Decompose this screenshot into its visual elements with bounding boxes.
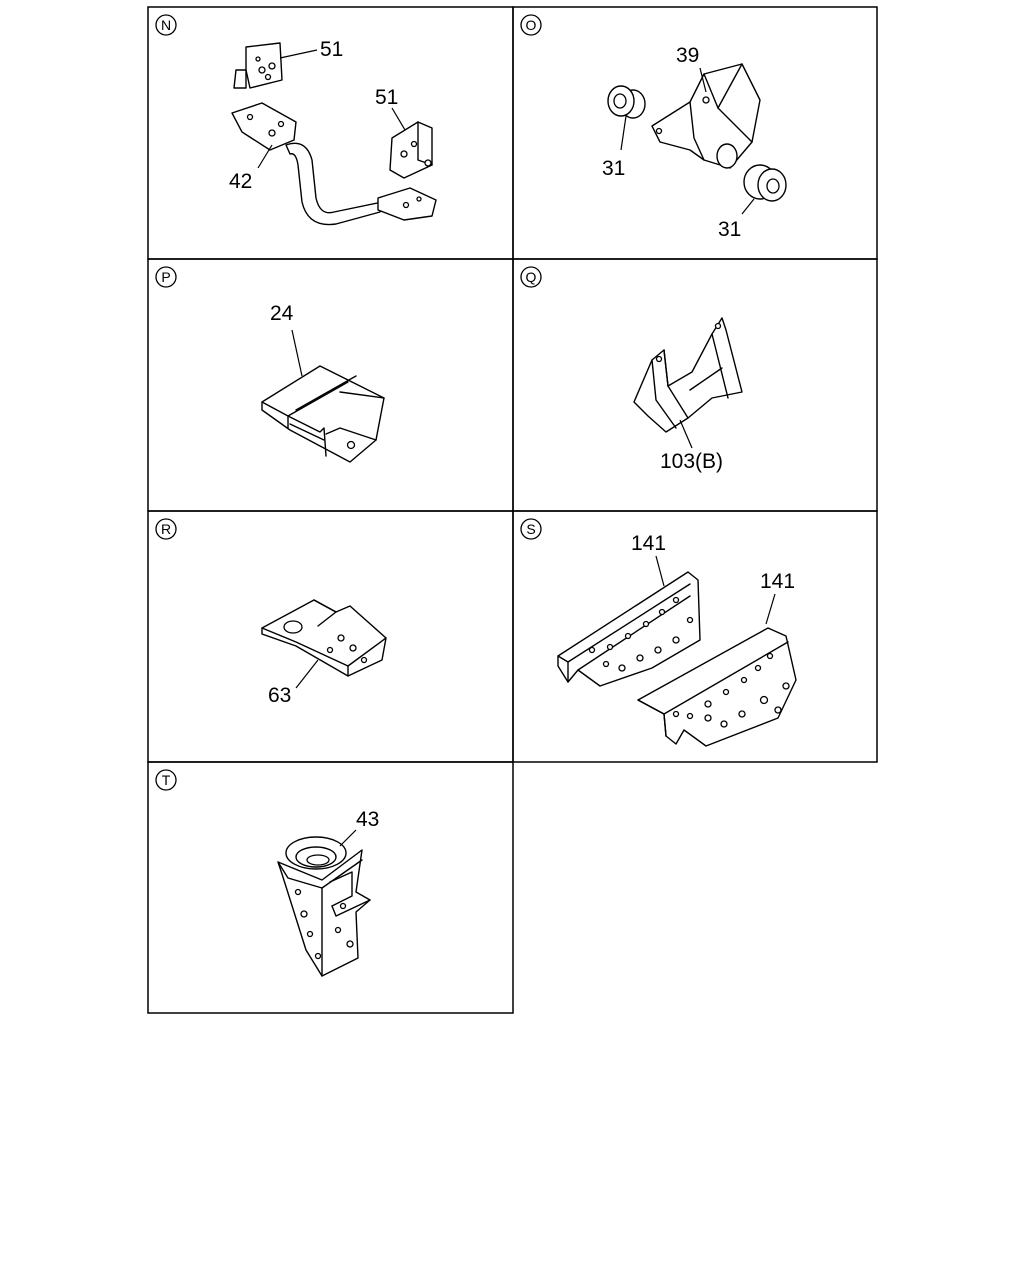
panel-s-label-1: 141	[631, 532, 666, 555]
bracket-141-left	[557, 571, 701, 687]
panel-o-leader-2	[620, 115, 627, 151]
panel-q-id-circle	[520, 266, 542, 288]
panel-r-id-circle	[155, 518, 177, 540]
bushing-31-right	[716, 143, 787, 202]
panel-s: S	[512, 510, 878, 763]
panel-t-id-circle	[155, 769, 177, 791]
panel-s-leader-2	[765, 593, 776, 625]
panel-o-leader-3	[741, 198, 755, 215]
panel-p-id-circle	[155, 266, 177, 288]
panel-n-leader-1	[279, 49, 318, 59]
panel-n-leader-2	[391, 107, 406, 131]
bar-42	[231, 102, 437, 226]
panel-s-label-2: 141	[760, 570, 795, 593]
panel-t-leader-1	[339, 829, 357, 847]
panel-o-id-circle	[520, 14, 542, 36]
panel-n-label-2: 51	[375, 86, 398, 109]
panel-n-id-circle	[155, 14, 177, 36]
panel-o-label-2: 31	[602, 157, 625, 180]
panel-o-label-3: 31	[718, 218, 741, 241]
panel-t: T 43	[147, 761, 514, 1014]
panel-n: N 51	[147, 6, 514, 260]
panel-s-id: S	[526, 521, 535, 537]
panel-o-label-1: 39	[676, 44, 699, 67]
panel-t-frame	[147, 761, 514, 1014]
panel-p-leader-1	[291, 329, 303, 377]
panel-p-label-1: 24	[270, 302, 294, 325]
bushing-31-left	[607, 85, 646, 119]
panel-r-label-1: 63	[268, 684, 291, 707]
panel-q: Q 103(B)	[512, 258, 878, 512]
bracket-51-upper	[233, 42, 283, 89]
panel-o: O 39 31 31	[512, 6, 878, 260]
bracket-141-right	[637, 627, 797, 747]
panel-s-leader-1	[655, 555, 665, 587]
bracket-63	[261, 599, 387, 677]
bracket-51-right	[389, 121, 433, 179]
panel-n-label-3: 42	[229, 170, 252, 193]
panel-q-id: Q	[526, 269, 537, 285]
panel-n-id: N	[161, 17, 171, 33]
panel-r-leader-1	[295, 659, 319, 689]
box-bracket-24	[261, 365, 385, 463]
panel-r-id: R	[161, 521, 171, 537]
panel-p-id: P	[161, 269, 170, 285]
panel-n-leader-3	[257, 144, 273, 169]
bracket-43	[277, 836, 371, 977]
panel-s-frame	[512, 510, 878, 763]
panel-s-id-circle	[520, 518, 542, 540]
bracket-39	[651, 63, 761, 169]
panel-t-id: T	[162, 772, 171, 788]
panel-q-leader-1	[679, 419, 693, 449]
panel-q-label-1: 103(B)	[660, 450, 723, 473]
panel-o-id: O	[526, 17, 537, 33]
panel-p: P 24	[147, 258, 514, 512]
bracket-103b	[633, 317, 743, 433]
panel-r: R 63	[147, 510, 514, 763]
panel-t-label-1: 43	[356, 808, 379, 831]
panel-n-label-1: 51	[320, 38, 343, 61]
panel-o-leader-1	[699, 67, 707, 93]
